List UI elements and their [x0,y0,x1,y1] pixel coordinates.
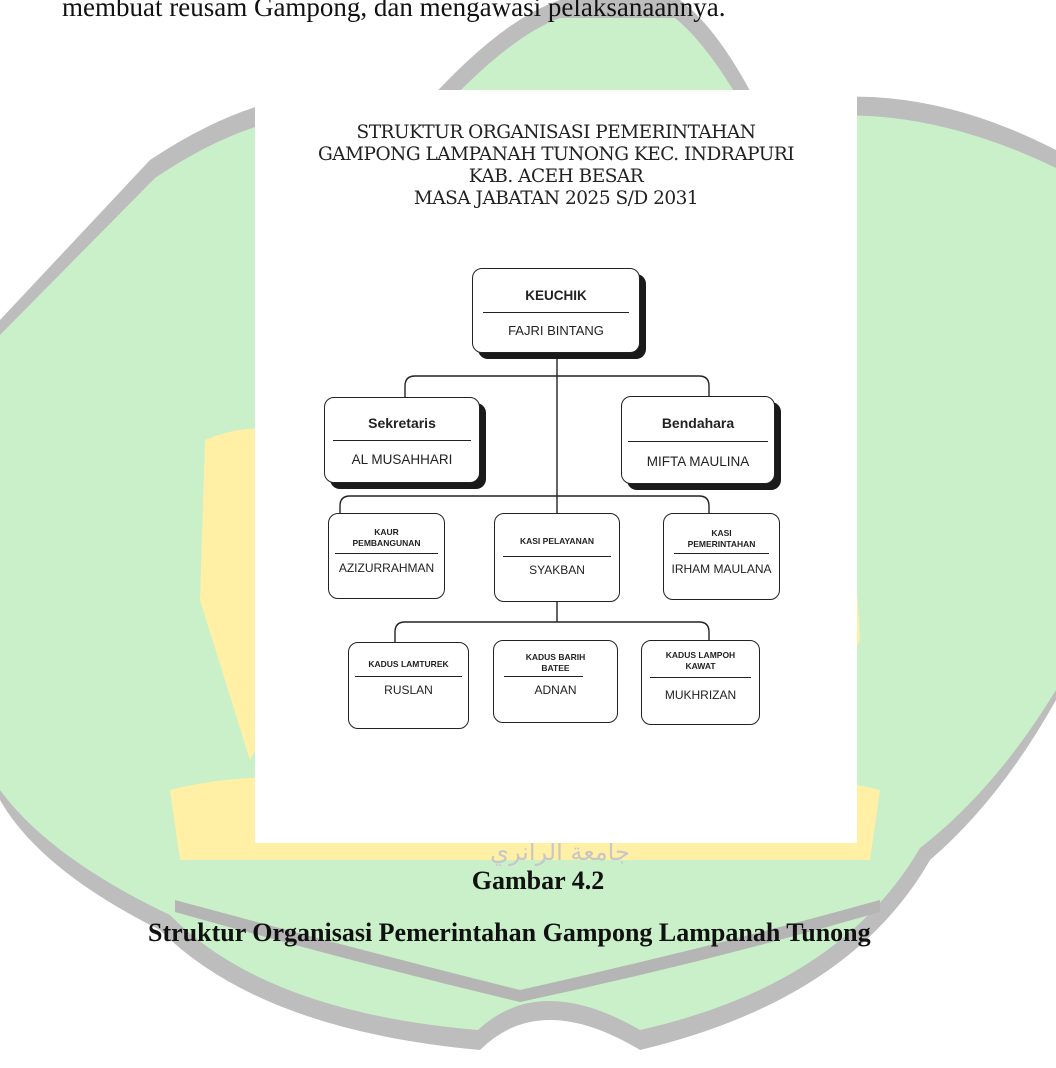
box-kaur-pembangunan: KAUR PEMBANGUNAN AZIZURRAHMAN [328,513,445,599]
name-kadus-barih-batee: ADNAN [534,683,577,697]
name-kasi-pemerintahan: IRHAM MAULANA [671,562,772,576]
name-kasi-pelayanan: SYAKBAN [529,563,585,577]
box-kasi-pemerintahan: KASI PEMERINTAHAN IRHAM MAULANA [663,513,780,600]
role-kadus-lamturek: KADUS LAMTUREK [368,659,449,669]
org-chart-connectors [339,354,710,643]
role-kasi-pelayanan: KASI PELAYANAN [519,536,594,546]
figure-label: Gambar 4.2 [471,866,605,895]
name-sekretaris: AL MUSAHHARI [351,452,453,467]
box-kadus-barih-batee: KADUS BARIH BATEE ADNAN [493,640,618,723]
divider [628,441,768,442]
box-kadus-lamturek: KADUS LAMTUREK RUSLAN [348,642,469,729]
role-kaur-pembangunan-line-2: PEMBANGUNAN [352,538,421,548]
name-kadus-lamturek: RUSLAN [384,683,433,697]
org-chart-title-line-2: GAMPONG LAMPANAH TUNONG KEC. INDRAPURI [317,144,795,165]
body-text-line: membuat reusam Gampong, dan mengawasi pe… [62,0,726,22]
divider [504,676,583,677]
figure-title: Struktur Organisasi Pemerintahan Gampong… [148,918,871,947]
role-kadus-lampoh-kawat-line-2: KAWAT [685,661,716,671]
role-bendahara: Bendahara [661,415,735,431]
box-kadus-lampoh-kawat: KADUS LAMPOH KAWAT MUKHRIZAN [641,640,760,725]
box-keuchik: KEUCHIK FAJRI BINTANG [472,268,640,353]
org-chart-image: STRUKTUR ORGANISASI PEMERINTAHAN GAMPONG… [255,90,857,843]
box-bendahara: Bendahara MIFTA MAULINA [621,396,775,484]
divider [333,440,471,441]
divider [335,553,438,554]
box-sekretaris: Sekretaris AL MUSAHHARI [324,397,480,483]
role-keuchik: KEUCHIK [525,288,587,303]
name-keuchik: FAJRI BINTANG [508,323,604,338]
divider [355,676,462,677]
role-kasi-pemerintahan-line-1: KASI [711,528,732,538]
role-kadus-lampoh-kawat-line-1: KADUS LAMPOH [665,650,736,660]
role-kaur-pembangunan-line-1: KAUR [374,527,399,537]
divider [483,312,629,313]
name-bendahara: MIFTA MAULINA [646,454,750,469]
org-chart-title-line-4: MASA JABATAN 2025 S/D 2031 [413,188,699,209]
name-kadus-lampoh-kawat: MUKHRIZAN [664,688,737,702]
role-kadus-barih-batee-line-1: KADUS BARIH [525,652,586,662]
role-sekretaris: Sekretaris [368,415,436,431]
org-chart-title-line-3: KAB. ACEH BESAR [468,166,644,187]
role-kadus-barih-batee-line-2: BATEE [541,663,570,673]
box-kasi-pelayanan: KASI PELAYANAN SYAKBAN [494,513,620,602]
role-kasi-pemerintahan-line-2: PEMERINTAHAN [687,539,756,549]
divider [503,556,611,557]
name-kaur-pembangunan: AZIZURRAHMAN [338,561,435,575]
divider [674,553,769,554]
divider [650,677,751,678]
org-chart-title-line-1: STRUKTUR ORGANISASI PEMERINTAHAN [356,122,756,143]
